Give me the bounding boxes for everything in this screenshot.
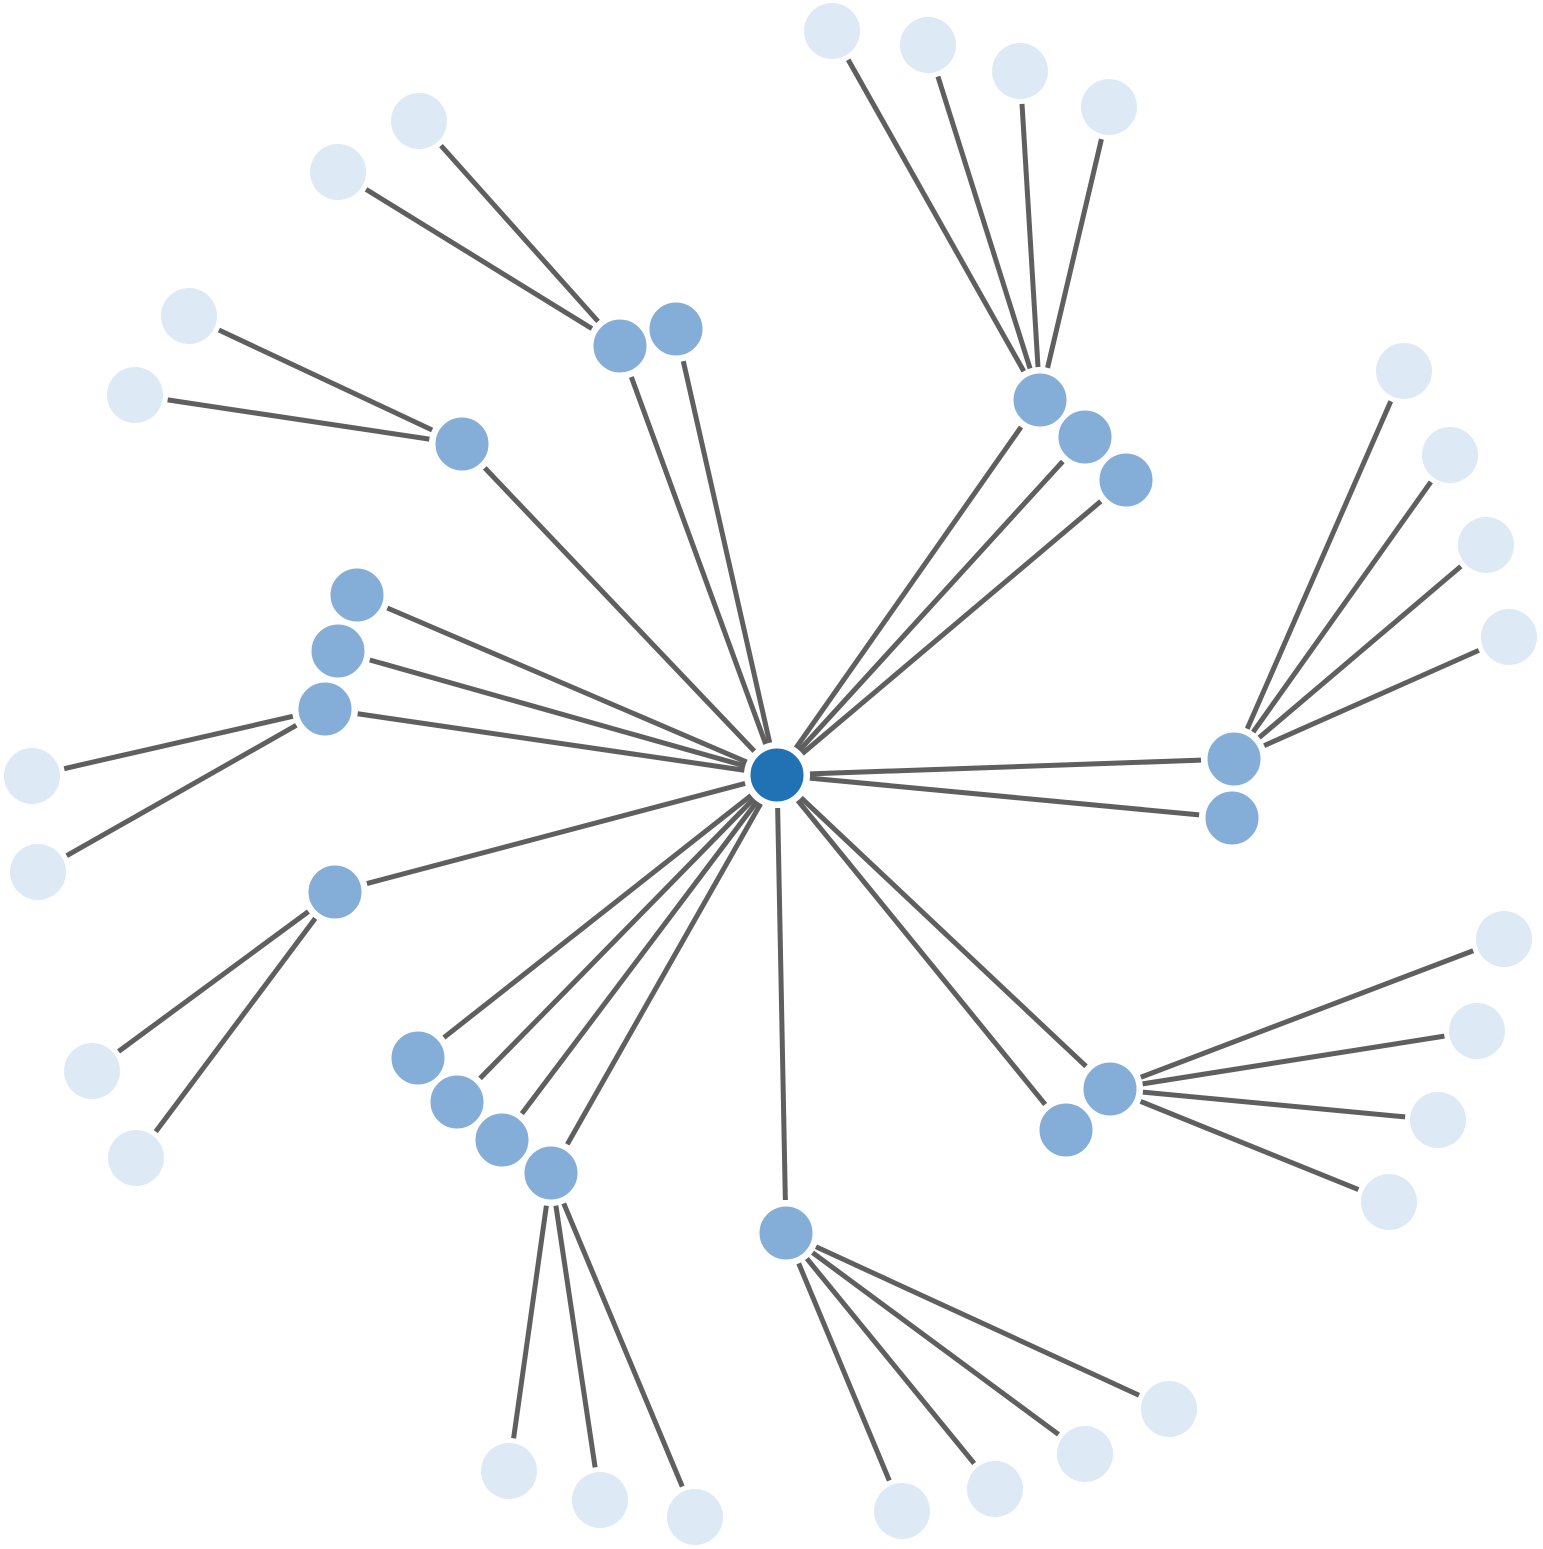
leaf-node-b15[interactable] — [1410, 1092, 1466, 1148]
edge-c-a3 — [680, 360, 773, 744]
leaf-node-b7[interactable] — [992, 43, 1048, 99]
edge-a17-b27 — [65, 723, 298, 858]
edge-a17-b26 — [63, 713, 294, 772]
branch-node-a13[interactable] — [472, 1110, 532, 1170]
edge-a16-b24 — [117, 909, 310, 1054]
edge-c-a10 — [795, 799, 1048, 1106]
branch-node-a6[interactable] — [1096, 450, 1156, 510]
edge-c-a15 — [442, 793, 753, 1040]
leaf-node-b23[interactable] — [667, 1489, 723, 1545]
edge-a9-b14 — [1142, 1033, 1445, 1087]
edge-a11-b20 — [814, 1244, 1141, 1398]
branch-node-a14[interactable] — [427, 1072, 487, 1132]
branch-node-a2[interactable] — [590, 316, 650, 376]
edge-a11-b18 — [804, 1256, 977, 1466]
edge-a12-b23 — [561, 1202, 685, 1488]
branch-node-a19[interactable] — [327, 565, 387, 625]
edge-c-a9 — [799, 795, 1088, 1069]
branch-node-a1[interactable] — [432, 414, 492, 474]
edge-a7-b9 — [1244, 400, 1394, 730]
branch-node-a7[interactable] — [1204, 729, 1264, 789]
edge-a12-b22 — [553, 1205, 598, 1468]
edge-a11-b19 — [811, 1250, 1060, 1437]
edge-c-a18 — [369, 657, 746, 769]
edge-a16-b25 — [153, 916, 318, 1134]
edge-a4-b8 — [1045, 138, 1104, 369]
branch-node-a4[interactable] — [1010, 370, 1070, 430]
leaf-node-b17[interactable] — [874, 1483, 930, 1539]
edge-a2-b4 — [439, 143, 600, 324]
edge-c-a8 — [809, 775, 1200, 818]
edge-a12-b21 — [511, 1205, 549, 1439]
leaf-node-b19[interactable] — [1057, 1426, 1113, 1482]
leaf-node-b21[interactable] — [481, 1443, 537, 1499]
branch-node-a15[interactable] — [388, 1028, 448, 1088]
edge-a11-b17 — [796, 1262, 892, 1482]
leaf-node-b10[interactable] — [1422, 427, 1478, 483]
leaf-node-b14[interactable] — [1449, 1003, 1505, 1059]
leaf-node-b26[interactable] — [4, 748, 60, 804]
leaf-node-b12[interactable] — [1481, 609, 1537, 665]
edge-a7-b12 — [1263, 648, 1480, 748]
edge-a9-b13 — [1139, 948, 1475, 1080]
edge-c-a11 — [775, 807, 788, 1201]
edge-a1-b2 — [167, 397, 430, 442]
leaf-node-b8[interactable] — [1081, 79, 1137, 135]
leaf-node-b6[interactable] — [900, 17, 956, 73]
edge-c-a1 — [482, 466, 757, 753]
leaf-node-b13[interactable] — [1476, 911, 1532, 967]
branch-node-a9[interactable] — [1080, 1059, 1140, 1119]
root-node[interactable] — [747, 745, 807, 805]
branch-node-a12[interactable] — [521, 1143, 581, 1203]
edge-a7-b11 — [1257, 564, 1463, 740]
leaf-node-b22[interactable] — [572, 1472, 628, 1528]
edge-c-a4 — [793, 425, 1024, 750]
edge-c-a7 — [809, 757, 1202, 777]
edge-a4-b7 — [1019, 103, 1041, 368]
edge-a2-b3 — [364, 187, 594, 331]
leaf-node-b1[interactable] — [161, 288, 217, 344]
branch-node-a11[interactable] — [756, 1203, 816, 1263]
leaf-node-b3[interactable] — [310, 144, 366, 200]
edge-c-a5 — [797, 459, 1065, 753]
leaf-node-b11[interactable] — [1458, 517, 1514, 573]
edge-c-a13 — [519, 799, 760, 1116]
branch-node-a10[interactable] — [1036, 1100, 1096, 1160]
branch-node-a16[interactable] — [305, 862, 365, 922]
leaf-node-b4[interactable] — [391, 93, 447, 149]
leaf-node-b2[interactable] — [107, 367, 163, 423]
branch-node-a17[interactable] — [295, 679, 355, 739]
edge-a4-b5 — [846, 58, 1026, 373]
leaf-node-b18[interactable] — [967, 1461, 1023, 1517]
edge-a7-b10 — [1251, 480, 1433, 734]
leaf-node-b24[interactable] — [64, 1043, 120, 1099]
leaf-node-b9[interactable] — [1376, 343, 1432, 399]
branch-node-a3[interactable] — [646, 299, 706, 359]
leaf-node-b25[interactable] — [108, 1130, 164, 1186]
edge-a1-b1 — [217, 327, 434, 433]
edge-a9-b15 — [1142, 1089, 1406, 1120]
edge-a4-b6 — [935, 75, 1033, 370]
branch-node-a5[interactable] — [1055, 407, 1115, 467]
leaf-node-b16[interactable] — [1361, 1174, 1417, 1230]
leaf-node-b20[interactable] — [1141, 1381, 1197, 1437]
leaf-node-b5[interactable] — [804, 3, 860, 59]
branch-node-a18[interactable] — [308, 621, 368, 681]
edge-c-a16 — [366, 781, 746, 886]
nodes-layer — [4, 3, 1537, 1545]
edge-a9-b16 — [1139, 1099, 1360, 1192]
leaf-node-b27[interactable] — [10, 844, 66, 900]
branch-node-a8[interactable] — [1202, 788, 1262, 848]
edge-c-a2 — [628, 376, 769, 745]
edge-c-a19 — [386, 605, 748, 765]
edge-c-a14 — [478, 796, 756, 1081]
edge-c-a12 — [565, 802, 763, 1146]
edge-c-a17 — [357, 711, 745, 773]
edge-c-a6 — [800, 499, 1103, 756]
edges-layer — [63, 58, 1480, 1488]
